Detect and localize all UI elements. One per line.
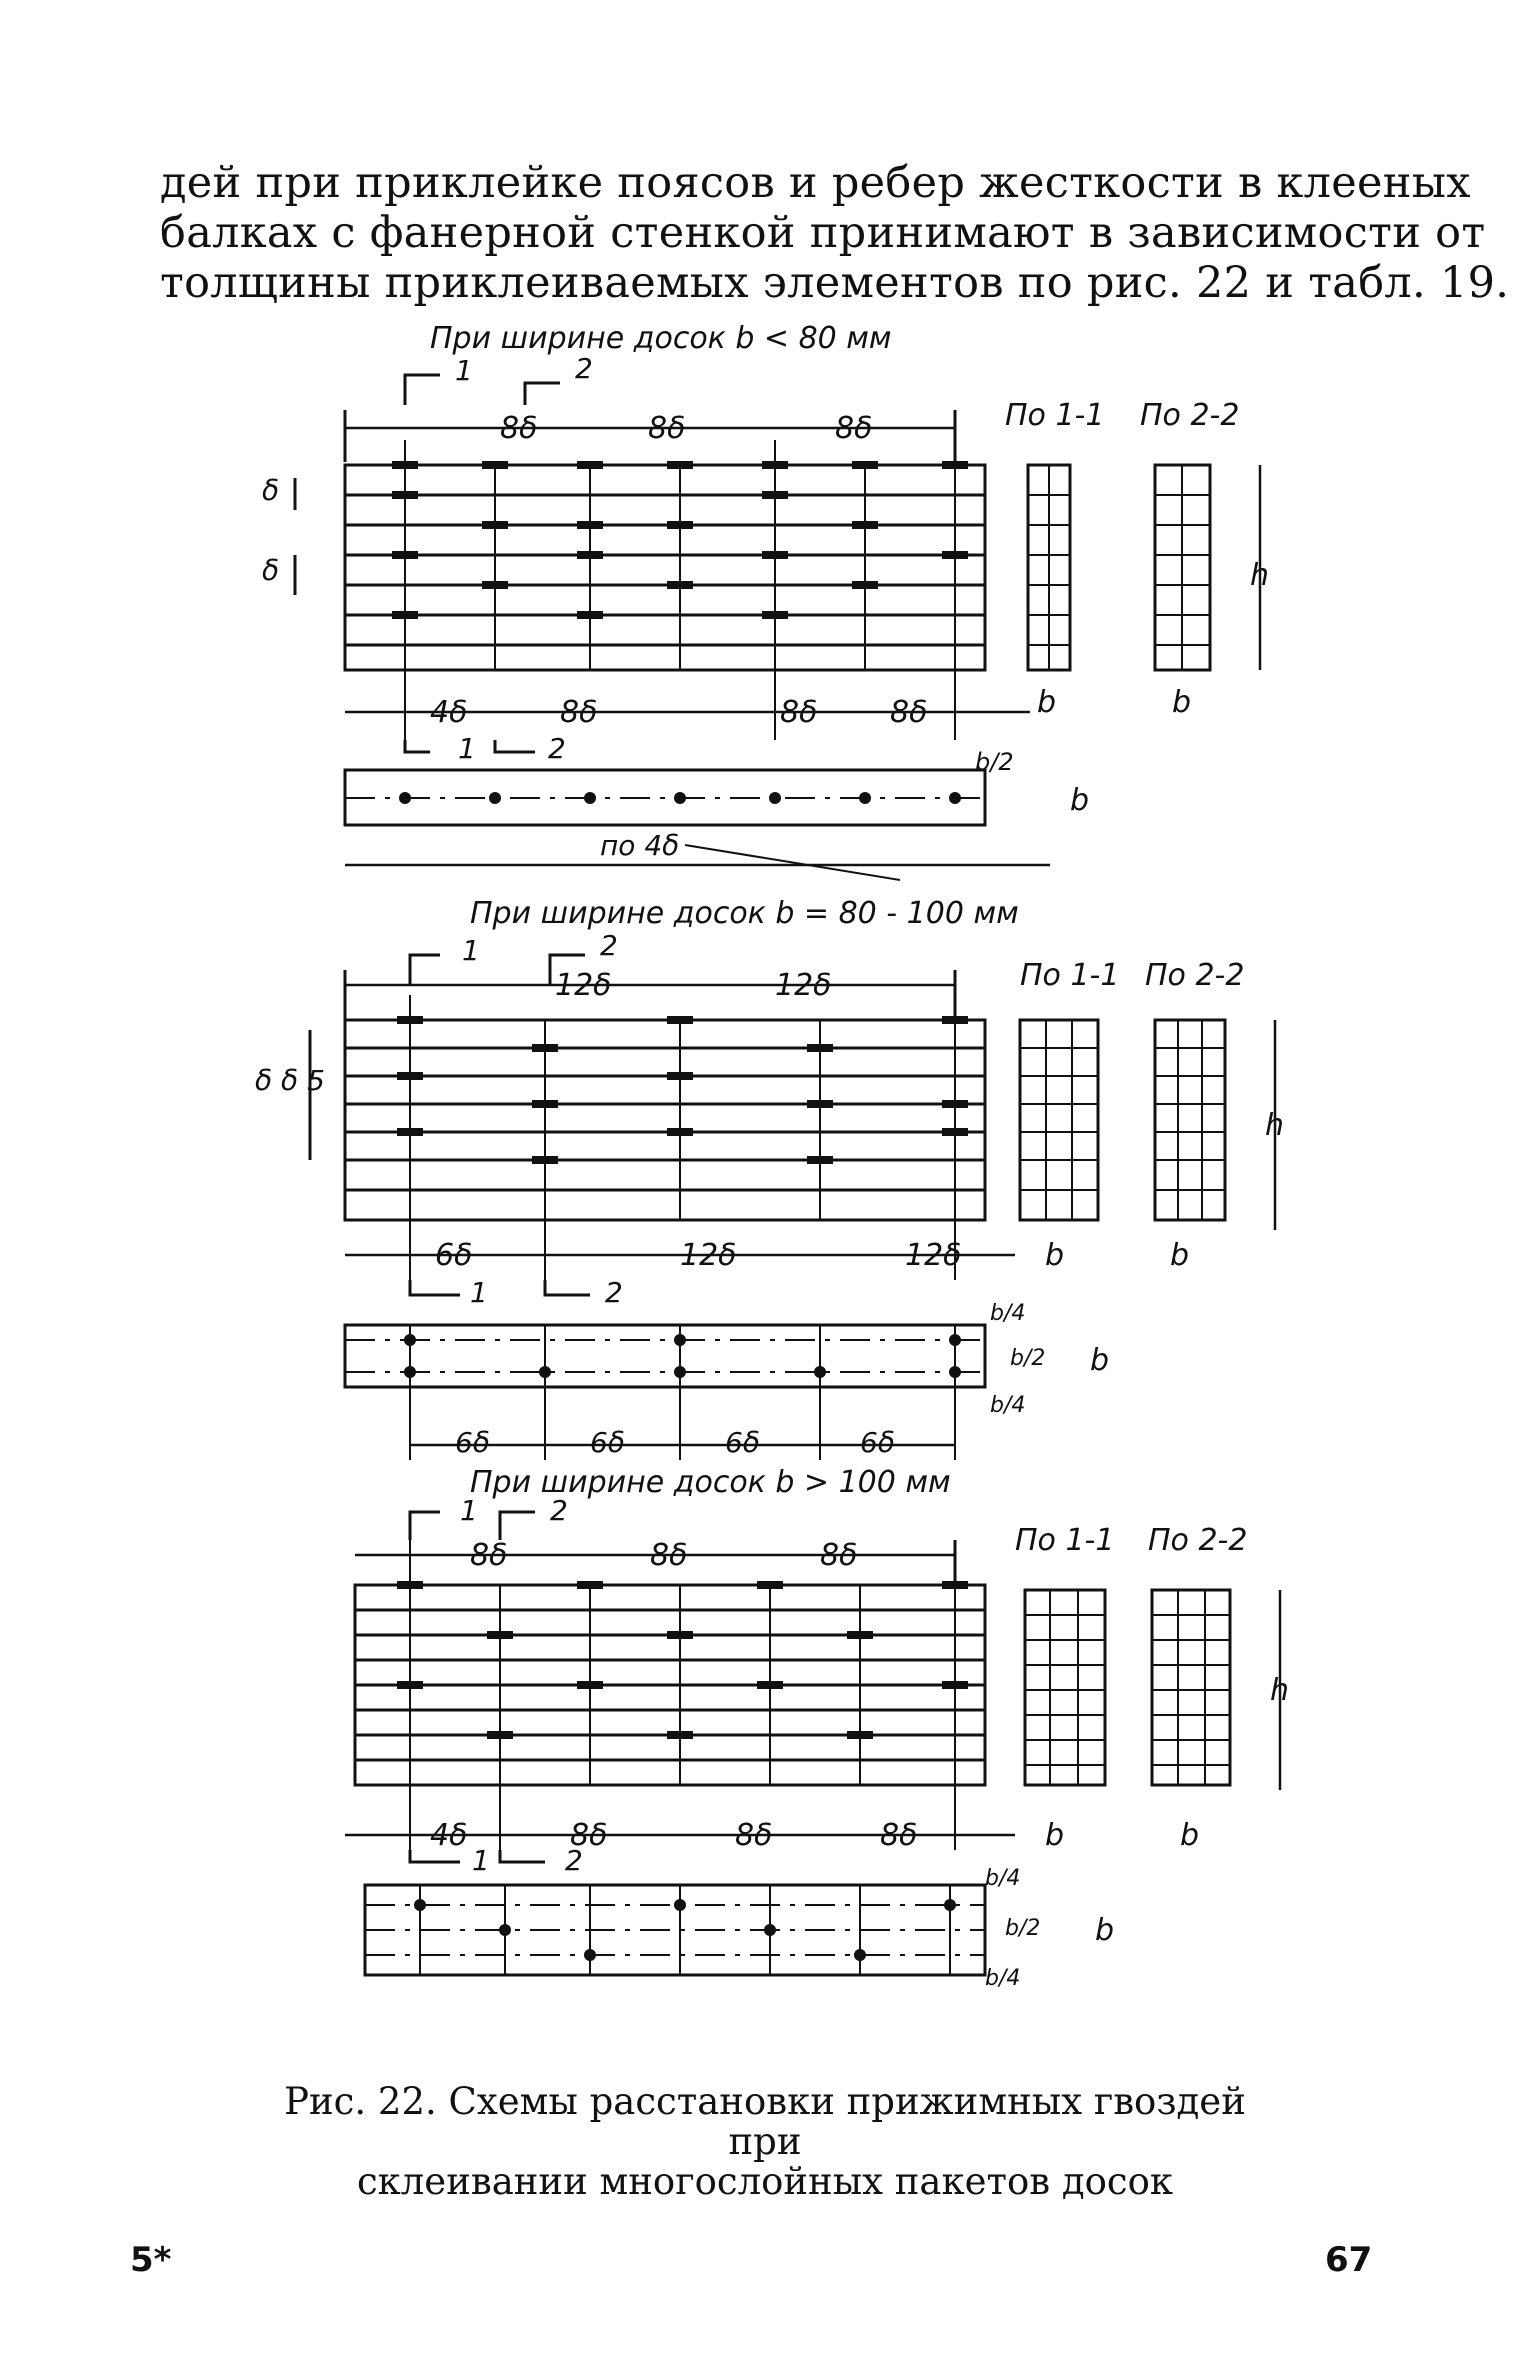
p2-bot-dim-1: 6δ: [435, 1238, 472, 1273]
p2-section-1: По 1-1: [1020, 958, 1119, 993]
p3-quarter-2: b/4: [985, 1966, 1020, 1991]
p2-top-dim-2: 12δ: [775, 968, 832, 1003]
p2-bot-dim-2: 12δ: [680, 1238, 737, 1273]
panel-1: При ширине досок b < 80 мм 1 2 8δ 8δ 8δ: [262, 321, 1269, 881]
p3-bot-dim-1: 4δ: [430, 1818, 467, 1853]
panel-3: При ширине досок b > 100 мм 1 2 8δ 8δ 8δ: [345, 1465, 1289, 1991]
p3-b-1: b: [1045, 1818, 1064, 1853]
p2-h: h: [1265, 1108, 1284, 1143]
p3-section-2: По 2-2: [1148, 1523, 1247, 1558]
paragraph-line-3: толщины приклеиваемых элементов по рис. …: [160, 258, 1510, 308]
body-paragraph: дей при приклейке поясов и ребер жесткос…: [160, 158, 1510, 308]
p1-bot-dim-3: 8δ: [780, 695, 817, 730]
p1-left-delta-1: δ: [262, 474, 279, 507]
p3-top-dim-2: 8δ: [650, 1538, 687, 1573]
p1-section-2: По 2-2: [1140, 398, 1239, 433]
p1-b-2: b: [1172, 685, 1191, 720]
panel-2-heading: При ширине досок b = 80 - 100 мм: [470, 896, 1019, 931]
p3-quarter-1: b/4: [985, 1866, 1020, 1891]
p2-cut-2b: 2: [605, 1276, 623, 1309]
p2-half: b/2: [1010, 1346, 1045, 1371]
p2-b-1: b: [1045, 1238, 1064, 1273]
p3-bot-dim-2: 8δ: [570, 1818, 607, 1853]
signature-mark: 5*: [130, 2240, 172, 2280]
p1-cut-1b: 1: [458, 732, 476, 765]
p3-b-3: b: [1095, 1913, 1114, 1948]
p3-bot-dim-3: 8δ: [735, 1818, 772, 1853]
p1-note: по 4δ: [600, 829, 679, 862]
panel-3-heading: При ширине досок b > 100 мм: [470, 1465, 951, 1500]
p1-section-1: По 1-1: [1005, 398, 1104, 433]
p2-quarter-1: b/4: [990, 1301, 1025, 1326]
p1-cut-2b: 2: [548, 732, 566, 765]
p1-top-dim-3: 8δ: [835, 411, 872, 446]
p1-left-delta-2: δ: [262, 554, 279, 587]
p1-bot-dim-4: 8δ: [890, 695, 927, 730]
p1-top-dim-2: 8δ: [648, 411, 685, 446]
p2-plan-dim-1: 6δ: [455, 1426, 490, 1459]
p1-half: b/2: [975, 748, 1014, 776]
p2-top-dim-1: 12δ: [555, 968, 612, 1003]
p1-top-dim-1: 8δ: [500, 411, 537, 446]
p3-section-1: По 1-1: [1015, 1523, 1114, 1558]
p2-b-3: b: [1090, 1343, 1109, 1378]
p3-cut-1: 1: [460, 1494, 478, 1527]
p2-left-dims: δ δ 5: [255, 1064, 325, 1097]
p2-plan-dim-2: 6δ: [590, 1426, 625, 1459]
p1-bot-dim-1: 4δ: [430, 695, 467, 730]
cut-mark-1: 1: [455, 354, 473, 387]
p3-bot-dim-4: 8δ: [880, 1818, 917, 1853]
p1-bot-dim-2: 8δ: [560, 695, 597, 730]
p3-top-dim-3: 8δ: [820, 1538, 857, 1573]
p3-cut-2: 2: [550, 1494, 568, 1527]
paragraph-line-1: дей при приклейке поясов и ребер жесткос…: [160, 158, 1471, 208]
p2-quarter-2: b/4: [990, 1393, 1025, 1418]
caption-line-2: склеивании многослойных пакетов досок: [356, 2160, 1174, 2203]
p2-bot-dim-3: 12δ: [905, 1238, 962, 1273]
p2-cut-1: 1: [462, 934, 480, 967]
cut-mark-2: 2: [575, 352, 593, 385]
p3-b-2: b: [1180, 1818, 1199, 1853]
p3-cut-1b: 1: [472, 1844, 490, 1877]
page-number: 67: [1325, 2240, 1373, 2280]
p2-plan-dim-4: 6δ: [860, 1426, 895, 1459]
figure-caption: Рис. 22. Схемы расстановки прижимных гво…: [250, 2082, 1280, 2202]
p2-b-2: b: [1170, 1238, 1189, 1273]
p1-b-3: b: [1070, 783, 1089, 818]
p3-half: b/2: [1005, 1916, 1040, 1941]
p3-cut-2b: 2: [565, 1844, 583, 1877]
p2-plan-dim-3: 6δ: [725, 1426, 760, 1459]
panel-2: При ширине досок b = 80 - 100 мм 1 2 12δ…: [255, 896, 1284, 1460]
p1-b-1: b: [1037, 685, 1056, 720]
p2-cut-2: 2: [600, 929, 618, 962]
caption-line-1: Рис. 22. Схемы расстановки прижимных гво…: [284, 2080, 1246, 2163]
panel-1-heading: При ширине досок b < 80 мм: [430, 321, 892, 356]
paragraph-line-2: балках с фанерной стенкой принимают в за…: [160, 208, 1486, 258]
p1-h: h: [1250, 558, 1269, 593]
p3-h: h: [1270, 1673, 1289, 1708]
p2-section-2: По 2-2: [1145, 958, 1244, 993]
p3-top-dim-1: 8δ: [470, 1538, 507, 1573]
p2-cut-1b: 1: [470, 1276, 488, 1309]
